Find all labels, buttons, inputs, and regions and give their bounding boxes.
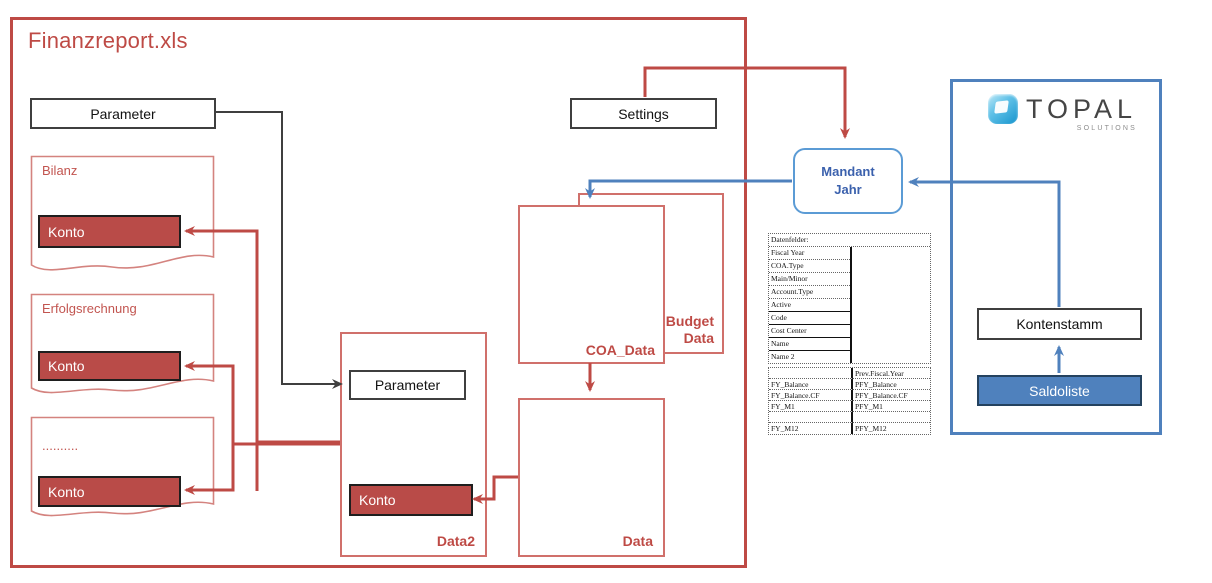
jahr-line: Jahr <box>834 182 862 197</box>
cell: FY_Balance <box>769 379 853 390</box>
topal-logo: TOPAL SOLUTIONS <box>988 94 1137 132</box>
cell <box>769 368 853 379</box>
document-erfolgsrechnung: Erfolgsrechnung <box>30 293 215 405</box>
data2-label: Data2 <box>436 533 475 549</box>
finanzreport-title: Finanzreport.xls <box>28 28 188 53</box>
cell: Prev.Fiscal.Year <box>853 368 930 379</box>
field-row: Name <box>769 338 850 351</box>
coa-data-label: COA_Data <box>585 342 655 358</box>
document-title: .......... <box>42 438 79 453</box>
table-row: FY_M1 PFY_M1 <box>769 401 930 412</box>
konto-box-erfolgsrechnung: Konto <box>38 351 181 381</box>
saldoliste-box: Saldoliste <box>977 375 1142 406</box>
table-row: FY_Balance PFY_Balance <box>769 379 930 390</box>
settings-box: Settings <box>570 98 717 129</box>
field-row: COA.Type <box>769 260 850 273</box>
cell <box>853 412 930 423</box>
topal-wordmark-group: TOPAL SOLUTIONS <box>1026 94 1138 133</box>
budget-data-label: Budget Data <box>666 313 714 347</box>
field-row: Cost Center <box>769 325 850 338</box>
datafields-body: Fiscal Year COA.Type Main/Minor Account.… <box>769 247 930 363</box>
table-row <box>769 412 930 423</box>
cell: PFY_M1 <box>853 401 930 412</box>
kontenstamm-box: Kontenstamm <box>977 308 1142 340</box>
konto-box-other: Konto <box>38 476 181 507</box>
datafields-left-column: Fiscal Year COA.Type Main/Minor Account.… <box>769 247 850 363</box>
table-row: Prev.Fiscal.Year <box>769 368 930 379</box>
field-row: Active <box>769 299 850 312</box>
field-row: Name 2 <box>771 352 795 361</box>
cell: PFY_M12 <box>855 424 887 433</box>
budget-data-label-line1: Budget <box>665 313 714 330</box>
document-title: Erfolgsrechnung <box>42 301 137 316</box>
datafields-header: Datenfelder: <box>769 234 930 247</box>
field-row: Fiscal Year <box>769 247 850 260</box>
coa-data-sheet: COA_Data <box>518 205 665 364</box>
data-sheet: Data <box>518 398 665 557</box>
datafields-table-upper: Datenfelder: Fiscal Year COA.Type Main/M… <box>768 233 931 364</box>
field-row: Main/Minor <box>769 273 850 286</box>
topal-wordmark-sub: SOLUTIONS <box>1076 125 1138 132</box>
parameter-box: Parameter <box>30 98 216 129</box>
cell: FY_Balance.CF <box>769 390 853 401</box>
cell: FY_M1 <box>769 401 853 412</box>
topal-logo-icon <box>988 94 1018 124</box>
data2-sheet: Data2 <box>340 332 487 557</box>
konto-box-bilanz: Konto <box>38 215 181 248</box>
konto-box-data2: Konto <box>349 484 473 516</box>
cell: PFY_Balance <box>853 379 930 390</box>
field-row: Code <box>769 312 850 325</box>
table-row: FY_Balance.CF PFY_Balance.CF <box>769 390 930 401</box>
parameter-box-data2: Parameter <box>349 370 466 400</box>
finanzreport-container <box>10 17 747 568</box>
topal-wordmark: TOPAL <box>1026 94 1138 124</box>
document-other: .......... <box>30 416 215 528</box>
data-label: Data <box>622 533 653 549</box>
document-shape-icon <box>30 416 215 517</box>
table-row: FY_M12 PFY_M12 <box>769 423 930 434</box>
cell: FY_M12 <box>769 423 853 434</box>
document-title: Bilanz <box>42 163 78 178</box>
mandant-jahr-box: Mandant Jahr <box>793 148 903 214</box>
mandant-line: Mandant <box>821 164 875 180</box>
budget-data-label-line2: Data <box>683 330 714 347</box>
datafields-table-lower: Prev.Fiscal.Year FY_Balance PFY_Balance … <box>768 367 931 435</box>
field-row: Account.Type <box>769 286 850 299</box>
cell: PFY_Balance.CF <box>853 390 930 401</box>
cell <box>769 412 853 423</box>
datafields-merged-cell <box>850 247 930 363</box>
